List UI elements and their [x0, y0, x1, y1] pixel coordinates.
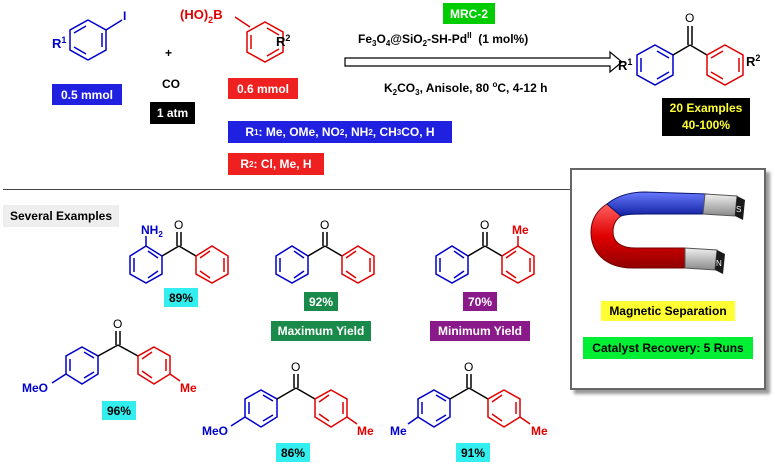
example-5-methyl: Me	[357, 424, 374, 438]
section-divider	[3, 189, 765, 190]
catalyst-formula: Fe3O4@SiO2-SH-PdII (1 mol%)	[358, 31, 528, 48]
magnet-tip-top	[702, 193, 738, 217]
magnet-pole-n: N	[716, 259, 722, 268]
example-6-methyl-left: Me	[390, 424, 407, 438]
example-5-methoxy: MeO	[202, 424, 228, 438]
example-2-structure	[275, 232, 375, 284]
example-1-structure	[129, 232, 229, 284]
plus-sign: +	[165, 46, 172, 60]
magnet-tip-top-face	[735, 196, 745, 220]
examples-structures: NH2 O O O Me	[22, 218, 548, 438]
example-3-yield: 70%	[463, 292, 497, 311]
reaction-arrow	[344, 50, 623, 74]
example-1-oxygen: O	[174, 218, 183, 232]
examples-summary-badge: 20 Examples 40-100%	[662, 98, 750, 136]
example-4-yield: 96%	[102, 401, 136, 420]
example-4-methoxy: MeO	[22, 381, 48, 395]
example-5-yield: 86%	[276, 443, 310, 462]
magnet-blue-arm	[606, 191, 708, 217]
example-5-structure	[230, 374, 358, 428]
catalyst-name-badge: MRC-2	[443, 3, 495, 24]
example-3-methyl: Me	[512, 223, 529, 237]
arylboronic-structure	[234, 16, 284, 63]
product-structure	[636, 26, 744, 86]
boronic-acid-label: (HO)2B	[180, 7, 223, 25]
example-6-methyl-right: Me	[531, 424, 548, 438]
example-3-tag: Minimum Yield	[430, 321, 530, 341]
boronic-amount-badge: 0.6 mmol	[228, 78, 298, 99]
example-1-yield: 89%	[164, 288, 198, 307]
example-2-oxygen: O	[320, 218, 329, 232]
product-r2: R2	[746, 53, 760, 69]
r2-label: R2	[276, 33, 290, 49]
example-1-amine: NH2	[141, 223, 163, 239]
section-title: Several Examples	[3, 205, 119, 227]
example-3-oxygen: O	[480, 218, 489, 232]
magnet-pole-s: S	[736, 205, 741, 214]
iodine-label: I	[123, 9, 126, 23]
co-pressure-badge: 1 atm	[150, 102, 195, 124]
reaction-conditions: K2CO3, Anisole, 80 oC, 4-12 h	[384, 80, 547, 97]
reaction-scheme: I R1 + (HO)2B R2 O R1 R2 Fe3O4@SiO2-SH-P…	[52, 7, 760, 97]
example-2-tag: Maximum Yield	[271, 321, 371, 341]
example-6-oxygen: O	[464, 360, 473, 374]
magnet-tip-bottom	[684, 247, 718, 271]
example-5-oxygen: O	[291, 360, 300, 374]
co-label: CO	[162, 77, 180, 91]
example-6-structure	[407, 374, 531, 428]
r1-label: R1	[52, 35, 66, 51]
product-oxygen: O	[685, 11, 694, 25]
example-3-structure	[435, 232, 535, 284]
example-2-yield: 92%	[304, 292, 338, 311]
magnetic-separation-badge: Magnetic Separation	[601, 301, 735, 321]
example-4-oxygen: O	[113, 317, 122, 331]
product-r1: R1	[618, 57, 632, 73]
example-4-structure	[51, 331, 181, 385]
magnet-tip-bottom-face	[715, 250, 725, 274]
iodoarene-amount-badge: 0.5 mmol	[52, 84, 122, 105]
example-6-yield: 91%	[456, 443, 490, 462]
iodoarene-structure	[69, 19, 123, 61]
catalyst-recovery-badge: Catalyst Recovery: 5 Runs	[583, 337, 753, 359]
example-4-methyl: Me	[180, 381, 197, 395]
magnet-illustration: S N	[590, 191, 745, 274]
